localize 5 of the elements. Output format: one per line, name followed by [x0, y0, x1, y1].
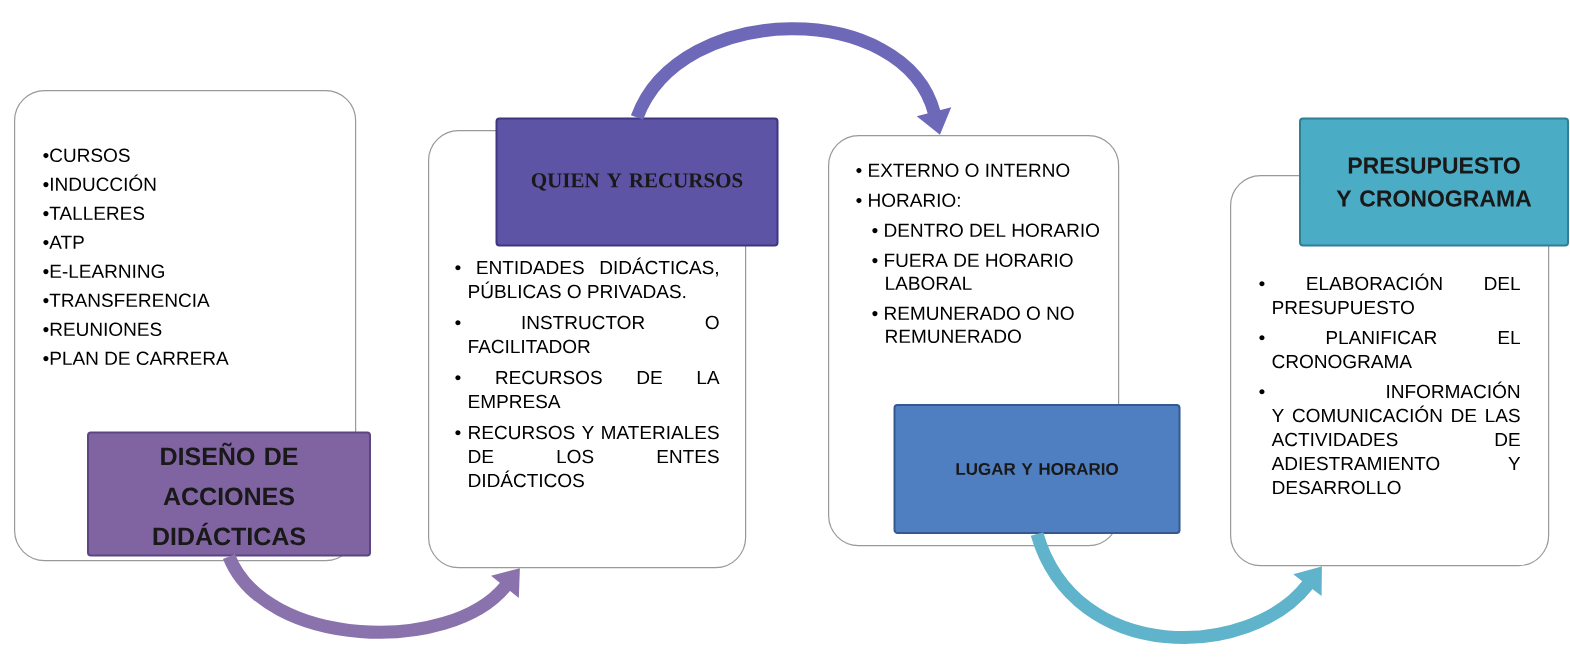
curved-arrow	[1031, 531, 1322, 644]
curved-arrow	[223, 553, 520, 639]
header-box: QUIEN Y RECURSOS	[495, 117, 779, 247]
header-box: LUGAR Y HORARIO	[893, 404, 1181, 534]
header-box: PRESUPUESTO Y CRONOGRAMA	[1299, 117, 1570, 247]
